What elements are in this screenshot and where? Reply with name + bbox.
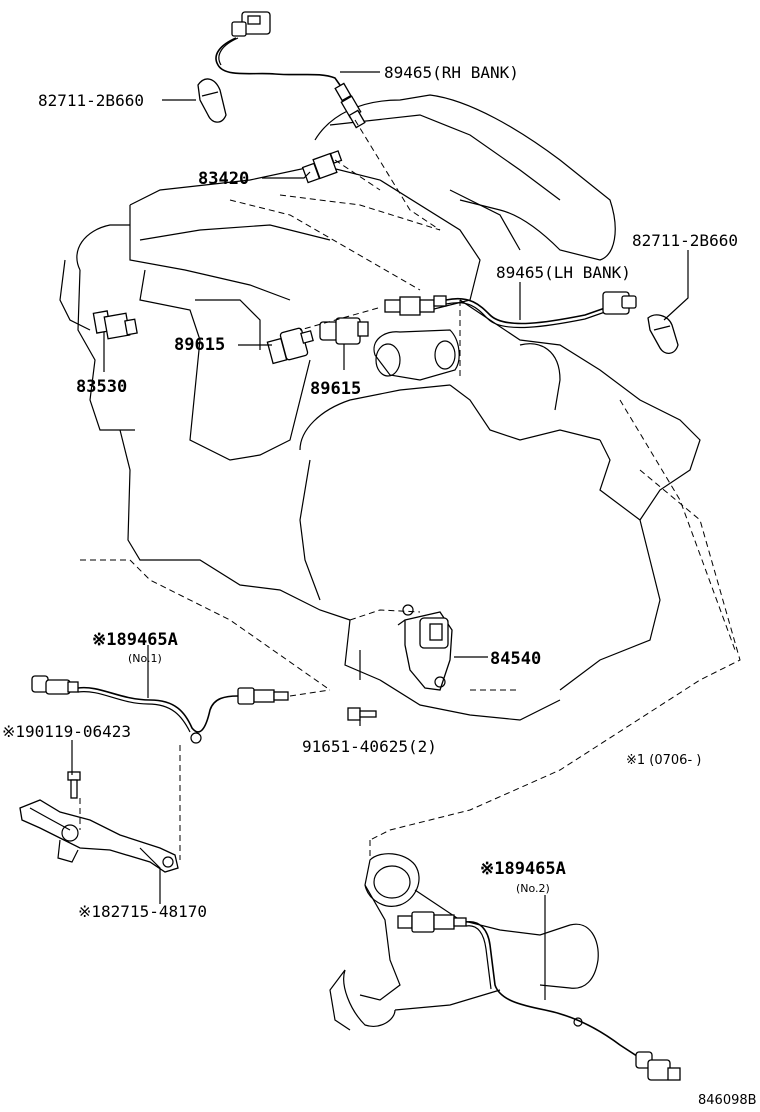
label-83420: 83420 bbox=[198, 169, 249, 189]
knock-sensor-89615-left bbox=[266, 327, 314, 365]
oil-pressure-switch-83420 bbox=[301, 150, 343, 184]
temperature-sensor-83530 bbox=[92, 310, 138, 340]
label-89465-rh-bank: 89465(RH BANK) bbox=[384, 63, 519, 82]
label-83530: 83530 bbox=[76, 377, 127, 397]
oxygen-sensor-rh-bank bbox=[215, 11, 366, 129]
label-89615-right: 89615 bbox=[310, 379, 361, 399]
bolt-90119 bbox=[67, 771, 81, 799]
label-89465-lh-bank: 89465(LH BANK) bbox=[496, 263, 631, 282]
clamp-82711-left bbox=[197, 78, 227, 123]
bolt-91651 bbox=[347, 707, 377, 721]
label-89465a-no2-sub: (No.2) bbox=[516, 882, 550, 895]
knock-sensor-89615-right bbox=[319, 317, 369, 345]
label-82711-right: 82711-2B660 bbox=[632, 231, 738, 250]
label-applicability-note: ※1 (0706- ) bbox=[626, 753, 701, 768]
label-91651: 91651-40625(2) bbox=[302, 737, 437, 756]
figure-code: 846098B bbox=[698, 1093, 757, 1108]
label-89465a-no1: ※189465A bbox=[92, 630, 178, 650]
oxygen-sensor-89465a-no1 bbox=[31, 675, 289, 744]
label-89615-left: 89615 bbox=[174, 335, 225, 355]
bracket-82715 bbox=[19, 799, 179, 873]
label-89465a-no2: ※189465A bbox=[480, 859, 566, 879]
label-84540: 84540 bbox=[490, 649, 541, 669]
oxygen-sensor-lh-bank bbox=[384, 291, 637, 329]
engine-block bbox=[59, 94, 741, 841]
exhaust-pipe bbox=[329, 840, 599, 1031]
label-89465a-no1-sub: (No.1) bbox=[128, 652, 162, 665]
oxygen-sensor-89465a-no2 bbox=[397, 911, 681, 1081]
clamp-82711-right bbox=[647, 314, 679, 354]
label-82715: ※182715-48170 bbox=[78, 902, 207, 921]
neutral-start-switch-84540 bbox=[397, 604, 453, 691]
label-90119: ※190119-06423 bbox=[2, 722, 131, 741]
label-82711-top: 82711-2B660 bbox=[38, 91, 144, 110]
leader-lines bbox=[71, 71, 689, 1000]
